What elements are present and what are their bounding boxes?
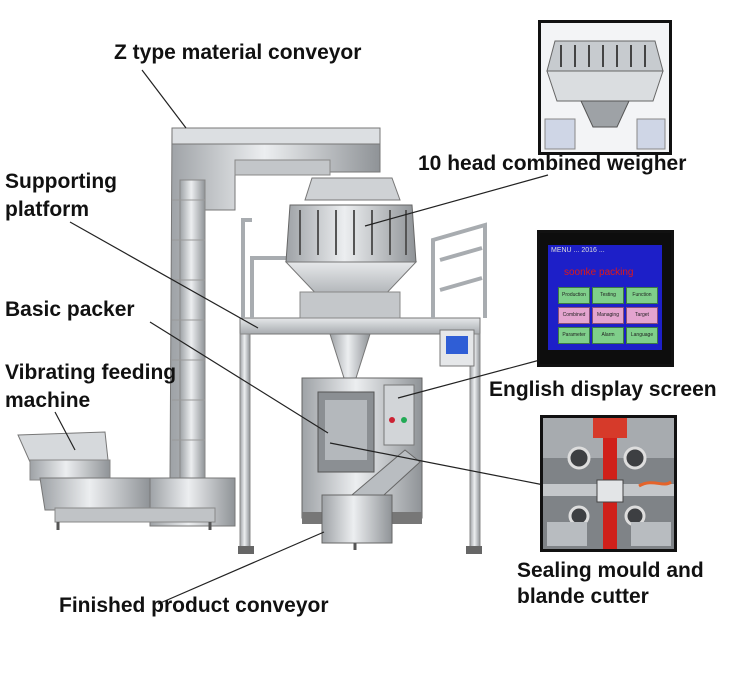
- display-label: English display screen: [489, 378, 717, 401]
- packer-label: Basic packer: [5, 298, 135, 321]
- feeder-label-line1: Vibrating feeding: [5, 361, 177, 384]
- supporting-platform: [238, 218, 487, 554]
- weigher-photo: [538, 20, 672, 155]
- weigher-label: 10 head combined weigher: [418, 152, 687, 175]
- screen-title: soonke packing: [564, 267, 634, 278]
- platform-label-line1: Supporting: [5, 170, 117, 193]
- screen-button-target: Target: [626, 307, 658, 324]
- platform-label-line2: platform: [5, 198, 89, 221]
- screen-button-testing: Testing: [592, 287, 624, 304]
- display-screen: MENU ... 2016 ... soonke packing Product…: [548, 245, 662, 350]
- screen-button-alarm: Alarm: [592, 327, 624, 344]
- screen-button-language: Language: [626, 327, 658, 344]
- display-photo: MENU ... 2016 ... soonke packing Product…: [537, 230, 674, 367]
- screen-button-function: Function: [626, 287, 658, 304]
- screen-button-managing-cup: Managing Cup: [592, 307, 624, 324]
- z-conveyor-label: Z type material conveyor: [114, 41, 362, 64]
- screen-button-production: Production: [558, 287, 590, 304]
- feeder-label-line2: machine: [5, 389, 91, 412]
- screen-top-bar: MENU ... 2016 ...: [551, 247, 605, 254]
- sealer-photo: [540, 415, 677, 552]
- control-panel: [439, 329, 475, 367]
- z-conveyor: [149, 127, 381, 527]
- basic-packer: [301, 377, 423, 524]
- screen-button-combined-weight: Combined Weight: [558, 307, 590, 324]
- finished-conveyor-label: Finished product conveyor: [59, 594, 329, 617]
- screen-button-parameter: Parameter: [558, 327, 590, 344]
- sealing-label-line1: Sealing mould and: [517, 559, 704, 582]
- multihead-weigher: [284, 177, 418, 379]
- finished-product-conveyor: [321, 449, 421, 550]
- leader-lines: [54, 69, 549, 605]
- vibrating-feeder: [17, 431, 216, 530]
- sealing-label-line2: blande cutter: [517, 585, 649, 608]
